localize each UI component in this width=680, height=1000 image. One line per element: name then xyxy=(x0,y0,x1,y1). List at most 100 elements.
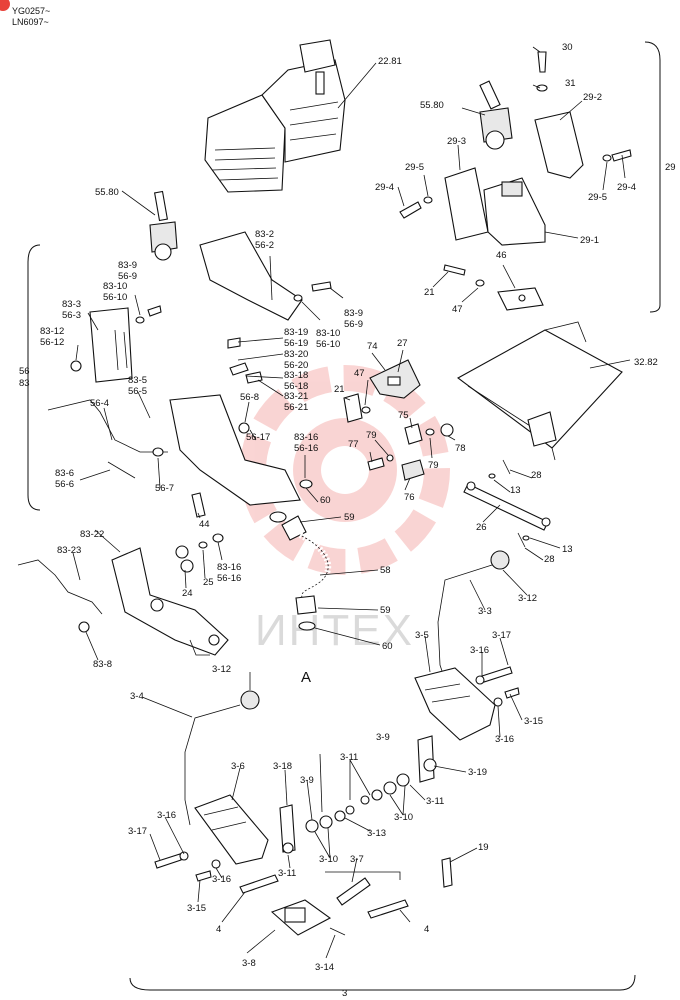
label-29-1: 29-1 xyxy=(580,235,599,246)
label-79-a: 79 xyxy=(366,430,377,441)
label-56-3: 56-3 xyxy=(62,310,81,321)
label-3-7: 3-7 xyxy=(350,854,364,865)
label-28-b: 28 xyxy=(544,554,555,565)
bracket-27-74 xyxy=(343,359,454,481)
label-3-6: 3-6 xyxy=(231,761,245,772)
pedal-bracket-83-22 xyxy=(17,547,229,656)
label-56-8: 56-8 xyxy=(240,392,259,403)
label-3-17-a: 3-17 xyxy=(492,630,511,641)
label-22-81: 22.81 xyxy=(378,56,402,67)
label-56-9-a: 56-9 xyxy=(118,271,137,282)
label-56-7: 56-7 xyxy=(155,483,174,494)
label-3-19: 3-19 xyxy=(468,767,487,778)
label-3-16-d: 3-16 xyxy=(212,874,231,885)
label-21-b: 21 xyxy=(334,384,345,395)
watermark-text: ИНТЕХ xyxy=(255,606,414,655)
label-56-5: 56-5 xyxy=(128,386,147,397)
label-27: 27 xyxy=(397,338,408,349)
label-19: 19 xyxy=(478,842,489,853)
label-31: 31 xyxy=(565,78,576,89)
label-79-b: 79 xyxy=(428,460,439,471)
label-3-13: 3-13 xyxy=(367,828,386,839)
label-78: 78 xyxy=(455,443,466,454)
label-13-b: 13 xyxy=(562,544,573,555)
fasteners-lower-left xyxy=(175,492,224,573)
group-bracket-3 xyxy=(129,974,636,991)
label-3-5: 3-5 xyxy=(415,630,429,641)
label-83-20: 83-20 xyxy=(284,349,308,360)
label-3-12-b: 3-12 xyxy=(212,664,231,675)
label-3-10-a: 3-10 xyxy=(394,812,413,823)
label-59-a: 59 xyxy=(344,512,355,523)
label-56-2: 56-2 xyxy=(255,240,274,251)
label-56-17: 56-17 xyxy=(246,432,270,443)
label-56-16-a: 56-16 xyxy=(294,443,318,454)
seat-assembly xyxy=(204,39,346,193)
gas-strut-26 xyxy=(463,459,551,548)
label-46: 46 xyxy=(496,250,507,261)
pedal-base-assembly xyxy=(239,857,453,936)
label-83-3: 83-3 xyxy=(62,299,81,310)
label-83-10-b: 83-10 xyxy=(316,328,340,339)
bracket-46 xyxy=(443,264,544,311)
label-44: 44 xyxy=(199,519,210,530)
part-labels: 22.81 30 31 55.80 29-2 29-3 29-5 29-4 29… xyxy=(19,42,676,999)
label-3-15-b: 3-15 xyxy=(187,903,206,914)
label-29-5-b: 29-5 xyxy=(588,192,607,203)
label-29: 29 xyxy=(665,162,676,173)
label-29-2: 29-2 xyxy=(583,92,602,103)
label-83-9-b: 83-9 xyxy=(344,308,363,319)
pedal-right-assembly xyxy=(414,550,520,741)
label-56-21: 56-21 xyxy=(284,402,308,413)
label-56-9-b: 56-9 xyxy=(344,319,363,330)
left-console-assembly xyxy=(47,190,332,506)
label-75: 75 xyxy=(398,410,409,421)
label-47-b: 47 xyxy=(354,368,365,379)
label-83-18: 83-18 xyxy=(284,370,308,381)
label-24: 24 xyxy=(182,588,193,599)
label-83-19: 83-19 xyxy=(284,327,308,338)
plate-32-82 xyxy=(456,321,623,461)
label-29-5-a: 29-5 xyxy=(405,162,424,173)
label-13-a: 13 xyxy=(510,485,521,496)
joystick-right-assembly xyxy=(399,51,632,246)
label-83-2: 83-2 xyxy=(255,229,274,240)
label-60-a: 60 xyxy=(320,495,331,506)
label-58: 58 xyxy=(380,565,391,576)
label-83-22: 83-22 xyxy=(80,529,104,540)
label-A: A xyxy=(301,669,311,686)
label-83-8: 83-8 xyxy=(93,659,112,670)
label-83-6: 83-6 xyxy=(55,468,74,479)
label-83-10-a: 83-10 xyxy=(103,281,127,292)
label-3-15-a: 3-15 xyxy=(524,716,543,727)
label-56-18: 56-18 xyxy=(284,381,308,392)
label-21-a: 21 xyxy=(424,287,435,298)
label-4-b: 4 xyxy=(424,924,429,935)
label-55-80-b: 55.80 xyxy=(95,187,119,198)
label-83-9-a: 83-9 xyxy=(118,260,137,271)
label-83-16-b: 83-16 xyxy=(217,562,241,573)
label-56: 56 xyxy=(19,366,30,377)
label-3-12-a: 3-12 xyxy=(518,593,537,604)
label-30: 30 xyxy=(562,42,573,53)
label-26: 26 xyxy=(476,522,487,533)
label-56-16-b: 56-16 xyxy=(217,573,241,584)
label-56-12: 56-12 xyxy=(40,337,64,348)
label-47-a: 47 xyxy=(452,304,463,315)
label-28-a: 28 xyxy=(531,470,542,481)
label-59-b: 59 xyxy=(380,605,391,616)
label-4-a: 4 xyxy=(216,924,221,935)
corner-badge xyxy=(0,0,10,11)
shaft-bushings xyxy=(279,735,437,854)
label-3-14: 3-14 xyxy=(315,962,334,973)
label-29-4-b: 29-4 xyxy=(617,182,636,193)
group-bracket-56-83 xyxy=(27,244,41,511)
label-29-4-a: 29-4 xyxy=(375,182,394,193)
label-83-5: 83-5 xyxy=(128,375,147,386)
leader-lines xyxy=(72,46,631,959)
label-3-10-b: 3-10 xyxy=(319,854,338,865)
label-3-8: 3-8 xyxy=(242,958,256,969)
label-3-11-c: 3-11 xyxy=(278,868,296,879)
label-3-4: 3-4 xyxy=(130,691,144,702)
